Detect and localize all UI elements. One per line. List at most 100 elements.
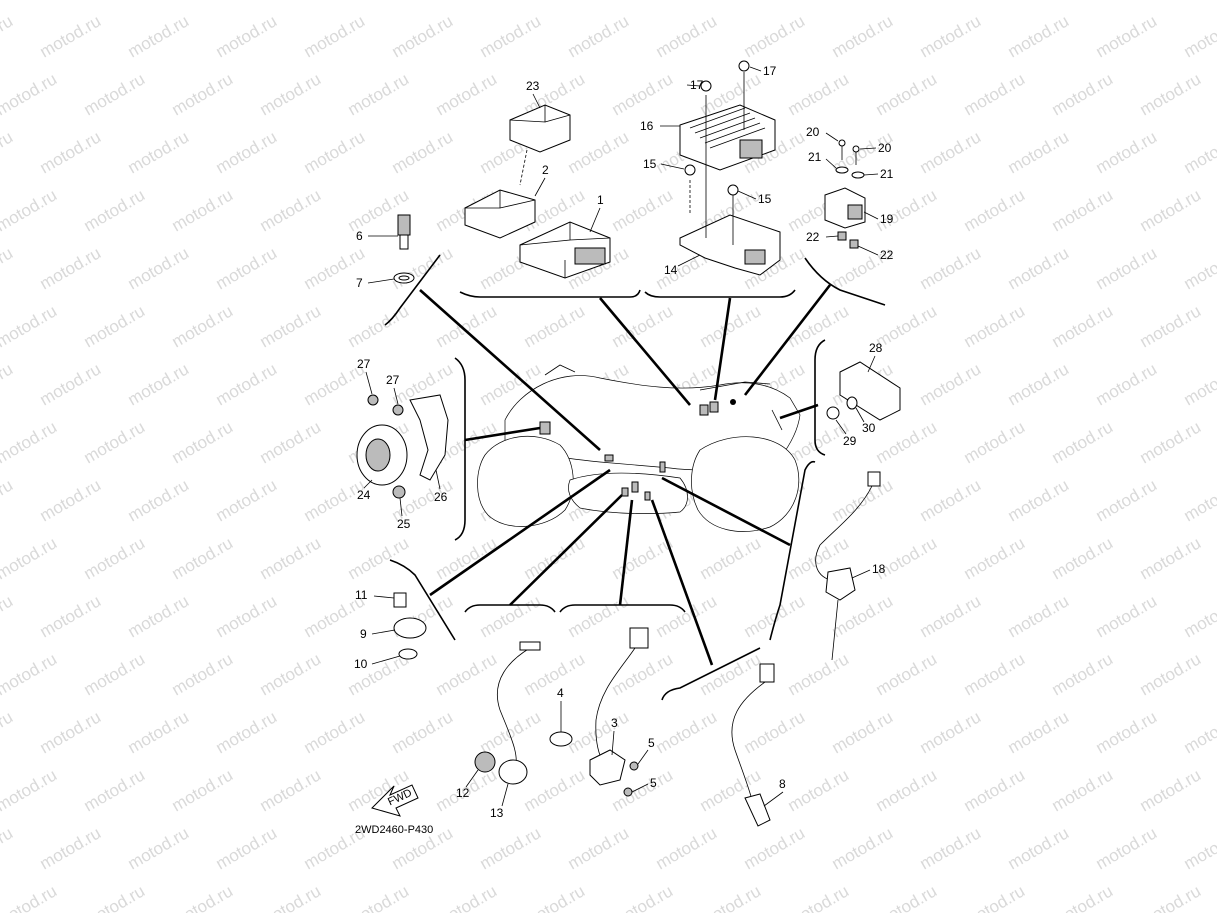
part-label: 22 <box>880 248 894 262</box>
watermark-text: motod.ru <box>917 243 985 293</box>
bracket-connector <box>744 249 766 265</box>
watermark-text: motod.ru <box>257 881 325 913</box>
watermark-text: motod.ru <box>873 185 941 235</box>
watermark-text: motod.ru <box>1093 127 1161 177</box>
washer-21 <box>851 171 865 179</box>
bolt-17 <box>738 60 750 72</box>
bolt-25 <box>392 485 406 499</box>
watermark-text: motod.ru <box>169 0 237 3</box>
diagram-code: 2WD2460-P430 <box>355 824 433 836</box>
watermark-text: motod.ru <box>477 707 545 757</box>
watermark-text: motod.ru <box>389 707 457 757</box>
watermark-text: motod.ru <box>521 881 589 913</box>
watermark-text: motod.ru <box>0 707 16 757</box>
watermark-text: motod.ru <box>257 69 325 119</box>
watermark-text: motod.ru <box>0 823 16 873</box>
watermark-text: motod.ru <box>917 359 985 409</box>
watermark-text: motod.ru <box>829 475 897 525</box>
sensor-mount-mark <box>659 461 666 473</box>
watermark-text: motod.ru <box>1137 0 1205 3</box>
watermark-text: motod.ru <box>257 0 325 3</box>
watermark-text: motod.ru <box>125 475 193 525</box>
watermark-text: motod.ru <box>609 69 677 119</box>
watermark-text: motod.ru <box>785 765 853 815</box>
watermark-text: motod.ru <box>1137 881 1205 913</box>
relay-mount-mark <box>730 399 736 405</box>
watermark-text: motod.ru <box>81 417 149 467</box>
watermark-text: motod.ru <box>873 417 941 467</box>
sensor-18-connector <box>867 471 881 487</box>
watermark-text: motod.ru <box>961 301 1029 351</box>
watermark-text: motod.ru <box>257 533 325 583</box>
sensor-mount-mark <box>644 491 651 501</box>
watermark-text: motod.ru <box>301 11 369 61</box>
watermark-text: motod.ru <box>1093 823 1161 873</box>
watermark-text: motod.ru <box>565 823 633 873</box>
watermark-text: motod.ru <box>301 127 369 177</box>
watermark-text: motod.ru <box>785 69 853 119</box>
watermark-text: motod.ru <box>917 591 985 641</box>
watermark-text: motod.ru <box>257 649 325 699</box>
watermark-text: motod.ru <box>0 69 60 119</box>
watermark-text: motod.ru <box>609 0 677 3</box>
crank-sensor-group <box>549 627 649 797</box>
part-label: 18 <box>872 562 886 576</box>
screw-5 <box>629 761 639 771</box>
watermark-text: motod.ru <box>37 823 105 873</box>
leader-lines <box>419 284 832 666</box>
watermark-text: motod.ru <box>1137 417 1205 467</box>
part-label: 12 <box>456 786 470 800</box>
watermark-text: motod.ru <box>81 649 149 699</box>
horn-mount-mark <box>539 421 551 435</box>
watermark-text: motod.ru <box>213 11 281 61</box>
ecu-group <box>464 104 611 279</box>
o2-connector <box>759 663 775 683</box>
watermark-text: motod.ru <box>433 533 501 583</box>
watermark-text: motod.ru <box>477 823 545 873</box>
temp-sensor <box>397 214 411 236</box>
watermark-text: motod.ru <box>81 301 149 351</box>
watermark-text: motod.ru <box>345 533 413 583</box>
watermark-text: motod.ru <box>169 881 237 913</box>
bolt-15 <box>727 184 739 196</box>
plate-28 <box>839 361 901 421</box>
part-label: 5 <box>650 776 657 790</box>
watermark-text: motod.ru <box>1093 591 1161 641</box>
plate-group <box>826 361 901 421</box>
part-label: 14 <box>664 263 678 277</box>
watermark-text: motod.ru <box>37 707 105 757</box>
watermark-text: motod.ru <box>609 881 677 913</box>
bolt-27 <box>367 394 379 406</box>
watermark-text: motod.ru <box>213 475 281 525</box>
watermark-text: motod.ru <box>1005 823 1073 873</box>
nut-22 <box>837 231 847 241</box>
nut-22 <box>849 239 859 249</box>
watermark-text: motod.ru <box>653 11 721 61</box>
part-label: 20 <box>878 141 892 155</box>
watermark-text: motod.ru <box>961 0 1029 3</box>
watermark-text: motod.ru <box>37 359 105 409</box>
part-label: 21 <box>880 167 894 181</box>
watermark-text: motod.ru <box>961 69 1029 119</box>
nut-29 <box>826 406 840 420</box>
watermark-text: motod.ru <box>873 765 941 815</box>
watermark-text: motod.ru <box>1005 359 1073 409</box>
watermark-text: motod.ru <box>81 765 149 815</box>
knock-sensor-group <box>474 641 541 785</box>
washer-21 <box>835 166 849 174</box>
watermark-text: motod.ru <box>873 649 941 699</box>
part-label: 24 <box>357 488 371 502</box>
group-brackets <box>384 254 886 701</box>
watermark-text: motod.ru <box>345 69 413 119</box>
ecu-connector <box>574 247 606 265</box>
bolt-15 <box>684 164 696 176</box>
watermark-text: motod.ru <box>81 69 149 119</box>
watermark-text: motod.ru <box>0 127 16 177</box>
watermark-text: motod.ru <box>1181 475 1217 525</box>
watermark-text: motod.ru <box>873 881 941 913</box>
part-label: 8 <box>779 777 786 791</box>
watermark-text: motod.ru <box>961 649 1029 699</box>
watermark-text: motod.ru <box>917 127 985 177</box>
watermark-text: motod.ru <box>609 649 677 699</box>
watermark-text: motod.ru <box>169 301 237 351</box>
